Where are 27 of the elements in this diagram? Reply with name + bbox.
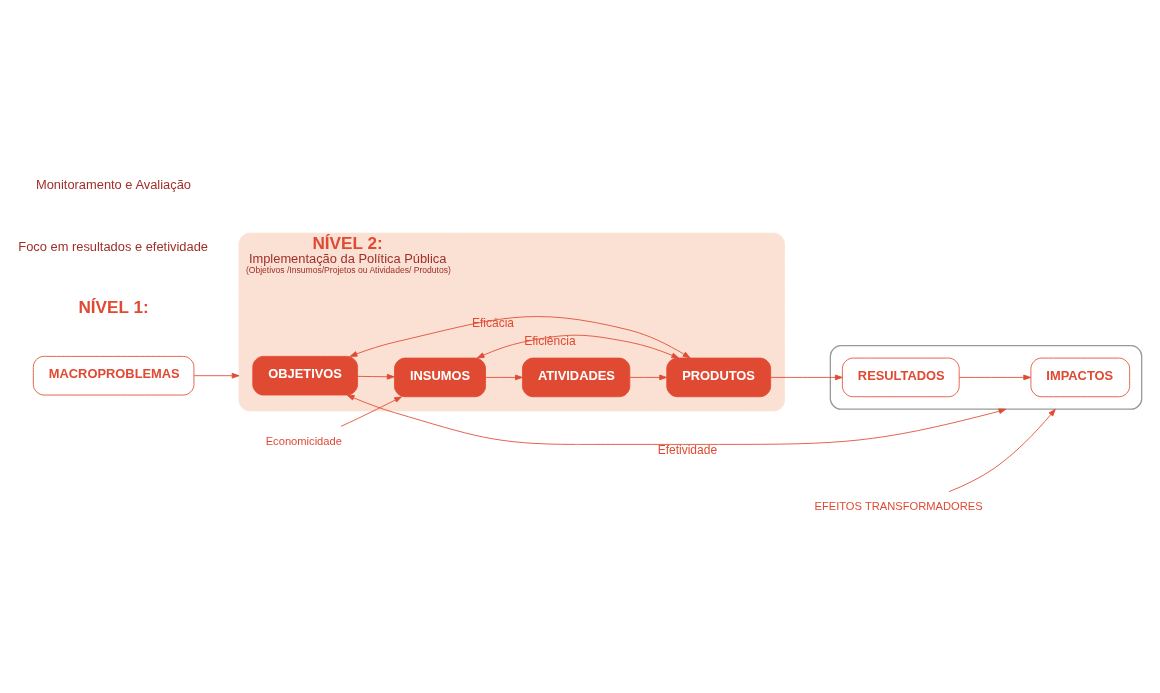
cluster [829, 345, 1143, 410]
edge-label: Eficiência [524, 333, 576, 348]
node-box: IMPACTOS [1030, 357, 1131, 398]
arrow [349, 316, 691, 359]
arrow [948, 408, 1056, 493]
arrow [629, 374, 667, 381]
arrow [485, 374, 523, 381]
arrow [476, 334, 680, 359]
arrow [340, 396, 402, 427]
node-text: Economicidade [265, 434, 342, 447]
node-box: ATIVIDADES [522, 357, 631, 398]
arrow [770, 374, 843, 381]
label: Monitoramento e Avaliação [35, 176, 191, 192]
node-box: PRODUTOS [666, 357, 772, 398]
node-box: INSUMOS [394, 357, 486, 398]
label: NÍVEL 1: [78, 297, 149, 317]
node-box: RESULTADOS [841, 357, 960, 398]
label: Foco em resultados e efetividade [18, 238, 208, 254]
node-box: MACROPROBLEMAS [32, 355, 195, 396]
arrow [193, 372, 240, 379]
edge-label: Eficácia [471, 315, 515, 330]
node-box: OBJETIVOS [252, 355, 358, 396]
node-text: EFEITOS TRANSFORMADORES [814, 500, 983, 513]
arrow [357, 373, 395, 380]
edge-label: Efetividade [657, 443, 718, 458]
arrow [958, 374, 1032, 381]
arrow [346, 394, 1007, 445]
